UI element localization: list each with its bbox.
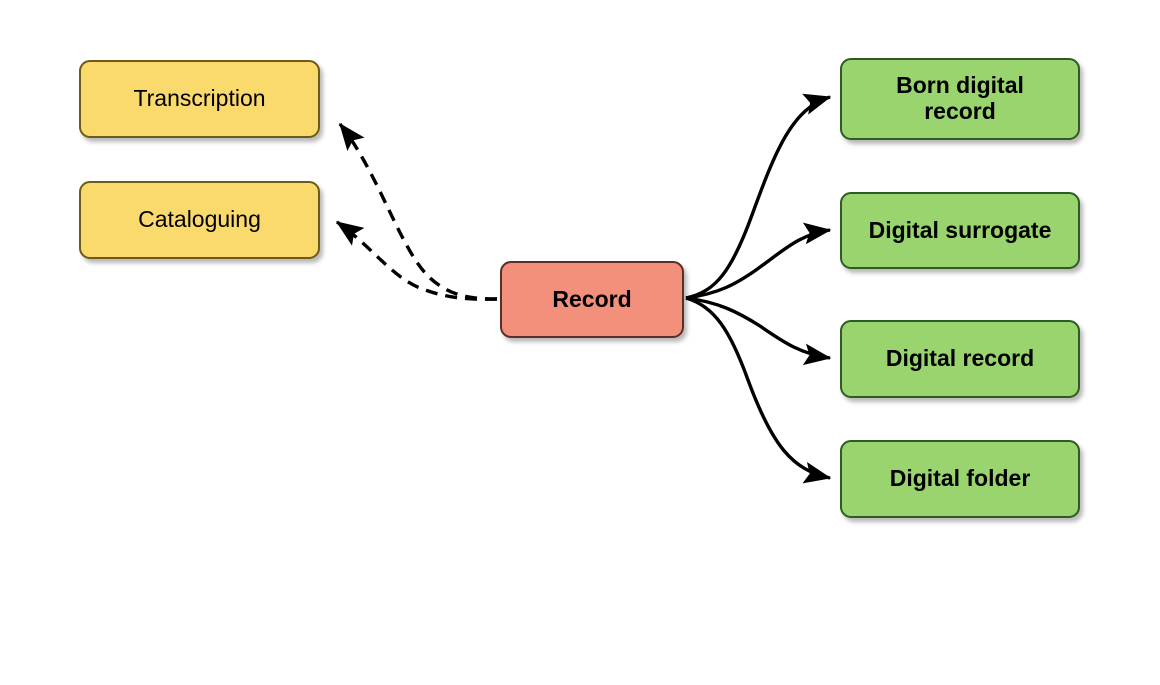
node-digital-record[interactable]: Digital record	[840, 320, 1080, 398]
node-digital-surrogate-label: Digital surrogate	[868, 216, 1052, 243]
node-born-digital-record[interactable]: Born digital record	[840, 58, 1080, 140]
node-cataloguing-label: Cataloguing	[138, 206, 261, 233]
node-transcription[interactable]: Transcription	[79, 60, 320, 138]
node-transcription-label: Transcription	[133, 85, 266, 112]
edge-record-to-transcription	[338, 122, 498, 301]
node-record[interactable]: Record	[500, 261, 684, 338]
node-record-label: Record	[552, 285, 632, 312]
node-digital-folder[interactable]: Digital folder	[840, 440, 1080, 518]
node-digital-surrogate[interactable]: Digital surrogate	[840, 192, 1080, 269]
node-born-digital-record-label: Born digital record	[896, 72, 1024, 124]
node-digital-record-label: Digital record	[885, 345, 1035, 372]
edge-record-to-born-digital-record	[685, 93, 832, 300]
edge-record-to-digital-surrogate	[685, 222, 832, 300]
edge-record-to-cataloguing	[335, 220, 498, 301]
edge-record-to-digital-record	[685, 296, 832, 366]
node-cataloguing[interactable]: Cataloguing	[79, 181, 320, 259]
node-digital-folder-label: Digital folder	[889, 465, 1031, 492]
edge-record-to-digital-folder	[685, 296, 832, 484]
